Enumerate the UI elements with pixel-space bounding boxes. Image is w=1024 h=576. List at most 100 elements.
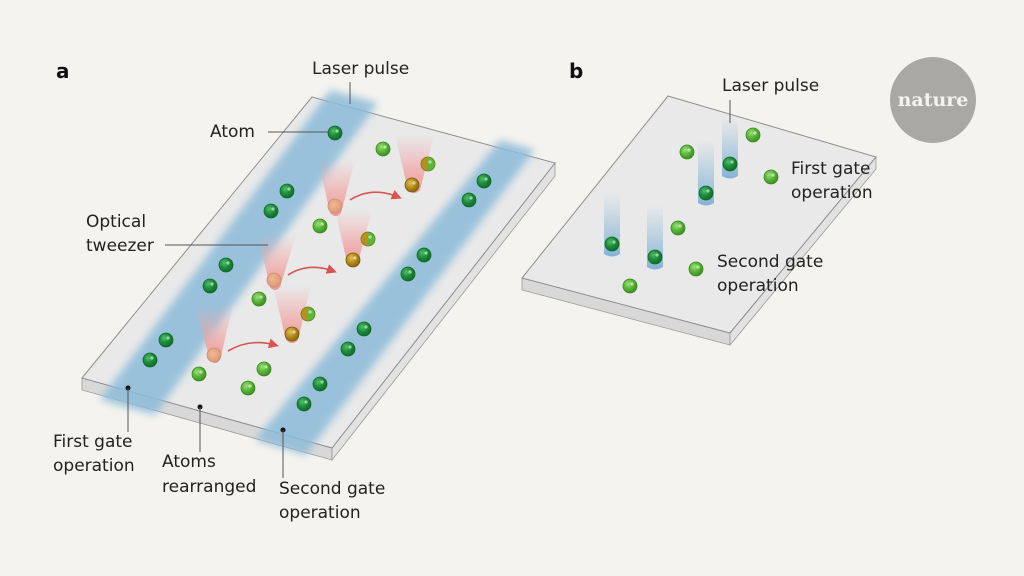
atom-highlight — [408, 270, 412, 274]
atom-icon — [679, 144, 695, 160]
panel-b-atoms — [604, 127, 779, 294]
panel-b-slab — [521, 95, 877, 347]
atom-highlight — [678, 224, 682, 228]
label-second-gate-line1: Second gate — [279, 479, 385, 499]
atom-highlight — [150, 356, 154, 360]
tweezer-cone — [258, 235, 296, 290]
atom-highlight — [271, 207, 275, 211]
atom-icon — [284, 326, 300, 342]
atom-icon — [327, 125, 343, 141]
label-optical-tweezer-line1: Optical — [86, 212, 146, 232]
atom-highlight — [353, 256, 357, 260]
atom-icon — [218, 257, 234, 273]
tweezer-cone — [395, 135, 434, 193]
atom-icon — [622, 278, 638, 294]
atom-icon — [604, 236, 620, 252]
atom-icon — [647, 249, 663, 265]
atom-highlight — [226, 261, 230, 265]
atom-icon — [404, 177, 420, 193]
atom-icon — [670, 220, 686, 236]
atom-highlight — [364, 325, 368, 329]
slab-a-top — [81, 96, 556, 449]
panel-a-atoms — [142, 125, 492, 412]
atom-highlight — [264, 365, 268, 369]
logo-text: nature — [898, 89, 969, 111]
tweezer-cone — [195, 305, 233, 363]
atom-highlight — [308, 310, 312, 314]
atom-icon — [400, 266, 416, 282]
atom-highlight — [469, 196, 473, 200]
atom-icon — [461, 192, 477, 208]
move-arrow — [227, 338, 279, 352]
atom-icon — [698, 185, 714, 201]
label-laser-pulse-b: Laser pulse — [722, 76, 819, 96]
atom-icon — [142, 352, 158, 368]
label-atom: Atom — [210, 122, 255, 142]
atom-icon — [420, 156, 436, 172]
panel-a-letter: a — [56, 59, 70, 83]
panel-a-labels: Laser pulse Atom Optical tweezer First g… — [53, 59, 409, 523]
logo-circle — [890, 57, 976, 143]
atom-highlight — [287, 187, 291, 191]
panel-a-move-arrows — [227, 190, 402, 352]
label-first-gate-b-line1: First gate — [791, 159, 871, 179]
slab-b-top — [521, 95, 877, 334]
label-first-gate-b-line2: operation — [791, 183, 873, 203]
atom-highlight — [383, 145, 387, 149]
panel-a-tweezers — [195, 135, 434, 363]
atom-highlight — [612, 240, 616, 244]
atom-highlight — [320, 222, 324, 226]
atom-trapped-icon — [327, 198, 343, 214]
atom-icon — [158, 332, 174, 348]
atom-highlight — [368, 235, 372, 239]
atom-highlight — [655, 253, 659, 257]
label-first-gate-line2: operation — [53, 456, 135, 476]
atom-icon — [251, 291, 267, 307]
atom-trapped-icon — [206, 347, 222, 363]
atom-icon — [375, 141, 391, 157]
atom-highlight — [259, 295, 263, 299]
tweezer-cone — [273, 285, 311, 343]
atom-icon — [202, 278, 218, 294]
atom-highlight — [428, 160, 432, 164]
label-laser-pulse: Laser pulse — [312, 59, 409, 79]
tweezer-cone — [318, 160, 355, 216]
atom-icon — [296, 396, 312, 412]
atom-highlight — [304, 400, 308, 404]
move-arrow — [287, 264, 337, 276]
atom-highlight — [199, 370, 203, 374]
atom-highlight — [687, 148, 691, 152]
atom-icon — [191, 366, 207, 382]
move-arrow — [349, 190, 402, 201]
atom-icon — [256, 361, 272, 377]
atom-highlight — [292, 330, 296, 334]
atom-trapped-icon — [266, 272, 282, 288]
label-atoms-rearranged-line1: Atoms — [162, 452, 216, 472]
panel-b-letter: b — [569, 59, 583, 83]
atom-highlight — [730, 160, 734, 164]
atom-icon — [688, 261, 704, 277]
atom-icon — [279, 183, 295, 199]
atom-highlight — [248, 384, 252, 388]
atom-icon — [300, 306, 316, 322]
atom-icon — [240, 380, 256, 396]
atom-highlight — [335, 129, 339, 133]
atom-icon — [356, 321, 372, 337]
label-second-gate-b-line1: Second gate — [717, 252, 823, 272]
atom-highlight — [412, 181, 416, 185]
atom-icon — [416, 247, 432, 263]
nature-logo: nature — [890, 57, 976, 143]
atom-highlight — [166, 336, 170, 340]
atom-highlight — [630, 282, 634, 286]
atom-highlight — [771, 173, 775, 177]
atom-icon — [340, 341, 356, 357]
atom-highlight — [706, 189, 710, 193]
atom-highlight — [320, 380, 324, 384]
label-second-gate-b-line2: operation — [717, 276, 799, 296]
atom-highlight — [484, 177, 488, 181]
label-first-gate-line1: First gate — [53, 432, 133, 452]
atom-icon — [360, 231, 376, 247]
label-second-gate-line2: operation — [279, 503, 361, 523]
atom-highlight — [753, 131, 757, 135]
